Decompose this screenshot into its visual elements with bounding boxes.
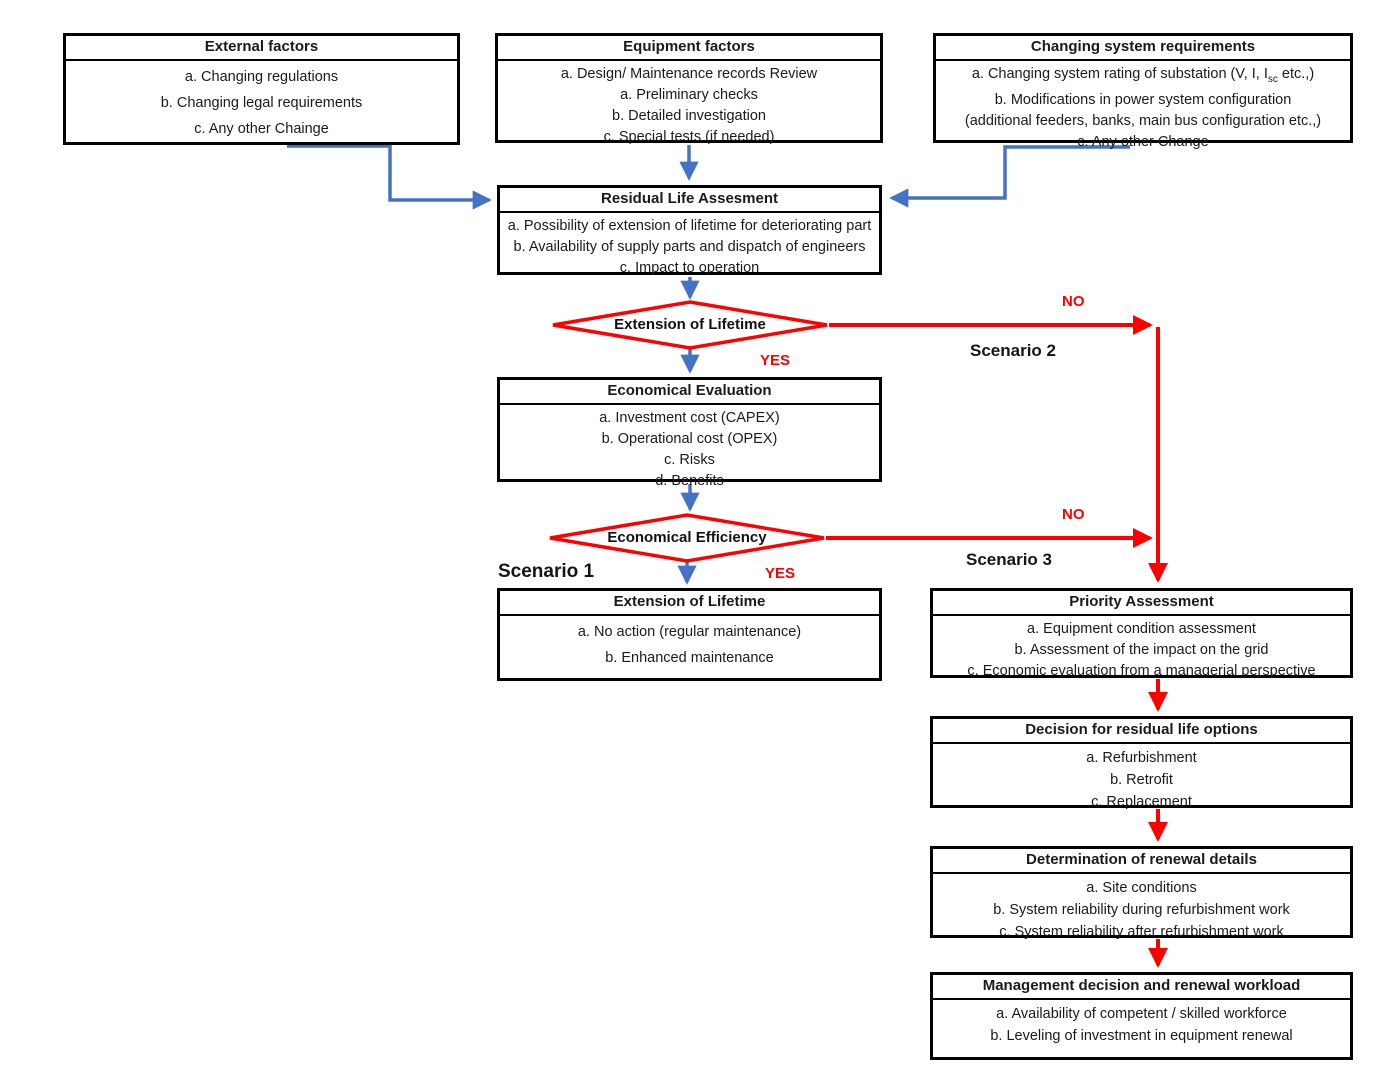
connector-external-to-residual (287, 144, 492, 210)
decision-label-economical-efficiency: Economical Efficiency (607, 529, 767, 546)
box-title: External factors (66, 36, 457, 61)
box-title: Determination of renewal details (933, 849, 1350, 874)
box-item: a. Possibility of extension of lifetime … (507, 218, 872, 234)
box-item: c. Impact to operation (619, 260, 760, 276)
box-changing-system-requirements: Changing system requirements a. Changing… (933, 33, 1353, 150)
box-item: a. Changing regulations (184, 69, 339, 85)
box-title: Economical Evaluation (500, 380, 879, 405)
box-equipment-factors: Equipment factors a. Design/ Maintenance… (495, 33, 883, 145)
box-item: a. Changing system rating of substation … (972, 64, 1314, 90)
box-item: c. Any other Change (1077, 133, 1209, 150)
box-item: b. Modifications in power system configu… (994, 91, 1292, 108)
box-item: b. Leveling of investment in equipment r… (990, 1028, 1293, 1044)
box-item: b. Operational cost (OPEX) (601, 431, 778, 447)
item-text: etc.,) (1277, 66, 1315, 82)
box-item: b. Assessment of the impact on the grid (1014, 642, 1269, 658)
diamond-extension-of-lifetime (552, 300, 828, 350)
box-item: a. Preliminary checks (620, 87, 758, 103)
box-economical-evaluation: Economical Evaluation a. Investment cost… (497, 377, 882, 489)
diamond-economical-efficiency (549, 513, 825, 563)
box-body: a. Equipment condition assessment b. Ass… (933, 616, 1350, 682)
decision-label-extension-of-lifetime: Extension of Lifetime (614, 316, 766, 333)
box-body: a. Changing system rating of substation … (936, 61, 1350, 153)
box-item: a. Investment cost (CAPEX) (599, 410, 780, 426)
box-item: c. Replacement (1091, 794, 1192, 810)
box-item: b. Availability of supply parts and disp… (513, 239, 866, 255)
item-text: a. Changing system rating of substation … (971, 66, 1268, 82)
box-title: Priority Assessment (933, 591, 1350, 616)
box-item: c. System reliability after refurbishmen… (999, 924, 1284, 940)
box-body: a. No action (regular maintenance) b. En… (500, 616, 879, 678)
box-title: Equipment factors (498, 36, 880, 61)
box-title: Changing system requirements (936, 36, 1350, 61)
box-external-factors: External factors a. Changing regulations… (63, 33, 460, 145)
box-body: a. Design/ Maintenance records Review a.… (498, 61, 880, 148)
box-title: Residual Life Assesment (500, 188, 879, 213)
label-scenario-2: Scenario 2 (970, 341, 1056, 360)
box-item: b. Detailed investigation (612, 108, 766, 124)
box-body: a. Changing regulations b. Changing lega… (66, 61, 457, 142)
box-management-decision: Management decision and renewal workload… (930, 972, 1353, 1060)
box-body: a. Refurbishment b. Retrofit c. Replacem… (933, 744, 1350, 813)
box-item: a. Equipment condition assessment (1027, 621, 1256, 637)
box-item: d. Benefits (655, 473, 724, 489)
box-body: a. Site conditions b. System reliability… (933, 874, 1350, 943)
box-item: a. Availability of competent / skilled w… (996, 1006, 1287, 1022)
box-body: a. Availability of competent / skilled w… (933, 1000, 1350, 1057)
label-scenario-1: Scenario 1 (498, 561, 595, 582)
box-residual-life-assessment: Residual Life Assesment a. Possibility o… (497, 185, 882, 276)
box-title: Extension of Lifetime (500, 591, 879, 616)
label-scenario-3: Scenario 3 (966, 550, 1052, 569)
box-item: c. Any other Chainge (194, 121, 329, 137)
box-determination-renewal-details: Determination of renewal details a. Site… (930, 846, 1353, 940)
box-extension-of-lifetime: Extension of Lifetime a. No action (regu… (497, 588, 882, 681)
box-item: a. Refurbishment (1086, 750, 1197, 766)
label-no-2: NO (1062, 506, 1085, 523)
box-decision-residual-life-options: Decision for residual life options a. Re… (930, 716, 1353, 810)
box-item: c. Special tests (if needed) (603, 129, 775, 145)
box-item: b. Enhanced maintenance (605, 650, 774, 666)
box-item: c. Risks (664, 452, 715, 468)
box-priority-assessment: Priority Assessment a. Equipment conditi… (930, 588, 1353, 679)
box-title: Management decision and renewal workload (933, 975, 1350, 1000)
box-item: b. System reliability during refurbishme… (993, 902, 1290, 918)
box-item: a. Site conditions (1086, 880, 1197, 896)
label-yes-2: YES (765, 565, 796, 582)
box-item: c. Economic evaluation from a managerial… (967, 663, 1316, 679)
box-body: a. Investment cost (CAPEX) b. Operationa… (500, 405, 879, 492)
box-item: a. Design/ Maintenance records Review (560, 66, 818, 82)
label-yes-1: YES (760, 352, 791, 369)
box-item: b. Retrofit (1110, 772, 1173, 788)
item-subscript: sc (1267, 73, 1278, 85)
label-no-1: NO (1062, 293, 1085, 310)
connector-changing-system-to-residual (889, 145, 1130, 208)
box-item: b. Changing legal requirements (160, 95, 363, 111)
box-title: Decision for residual life options (933, 719, 1350, 744)
box-item: a. No action (regular maintenance) (577, 624, 802, 640)
box-body: a. Possibility of extension of lifetime … (500, 213, 879, 279)
box-item: (additional feeders, banks, main bus con… (964, 112, 1322, 129)
